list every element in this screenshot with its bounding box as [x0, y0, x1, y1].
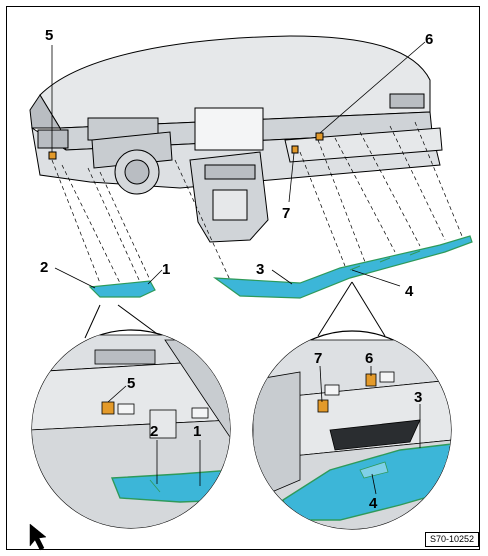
clip-5-detail: [101, 401, 115, 415]
infotainment-display: [194, 107, 264, 151]
callout-7-detail: 7: [314, 350, 322, 367]
callout-3-detail: 3: [414, 389, 422, 406]
callout-1-overview: 1: [162, 261, 170, 278]
arrow-pointer-icon: [29, 523, 47, 551]
callout-5-overview: 5: [45, 27, 53, 44]
clip-5-overview: [48, 151, 57, 160]
callout-7-overview: 7: [282, 205, 290, 222]
assembly-guide-lines: [51, 121, 463, 284]
callout-3-overview: 3: [256, 261, 264, 278]
dashboard-overview: [29, 35, 443, 243]
trim-part-right: [212, 235, 473, 299]
callout-6-detail: 6: [365, 350, 373, 367]
reference-code: S70-10252: [424, 532, 479, 547]
callouts-overview: 5 6 7 2 1 3 4: [40, 27, 433, 300]
dashboard-top-shell: [39, 35, 431, 129]
clip-7-detail: [317, 399, 329, 413]
callout-4-detail: 4: [369, 495, 378, 512]
detail-view-left: 5 2 1: [31, 329, 231, 529]
vent-left: [37, 129, 69, 149]
callout-2-overview: 2: [40, 259, 48, 276]
vent-right: [389, 93, 425, 109]
trim-part-left: [88, 280, 156, 298]
callout-2-detail: 2: [150, 423, 158, 440]
clip-6-overview: [315, 132, 324, 141]
callout-6-overview: 6: [425, 31, 433, 48]
trim-part-left-detail: [110, 469, 230, 503]
callout-4-overview: 4: [405, 283, 414, 300]
detail-view-right: 7 6 3 4: [252, 330, 452, 530]
callout-1-detail: 1: [193, 423, 201, 440]
overview-leader-lines: [51, 41, 426, 289]
callout-5-detail: 5: [127, 375, 135, 392]
magnifier-connectors: [84, 281, 386, 339]
clip-7-overview: [291, 145, 299, 154]
